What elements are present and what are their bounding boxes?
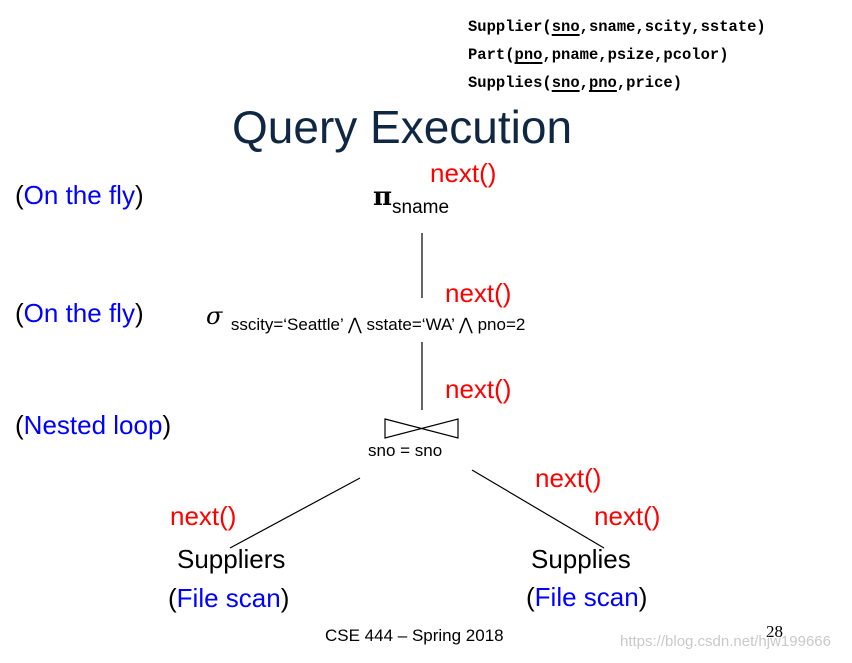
pi-symbol: π [373, 182, 393, 212]
schema-field: pcolor [663, 46, 720, 64]
projection-attribute: sname [392, 197, 450, 218]
leaf-supplies: Supplies [531, 544, 631, 574]
join-bowtie-icon [384, 418, 459, 439]
sigma-symbol: σ [206, 302, 223, 330]
edge-join-left [229, 477, 361, 549]
projection-operator: πsname [373, 182, 449, 218]
next-call-label: next() [535, 463, 602, 493]
selection-operator: σ sscity=‘Seattle’ ⋀ sstate=‘WA’ ⋀ pno=2 [206, 302, 525, 334]
schema-relation-name: Supplier [468, 18, 543, 36]
next-call-label: next() [430, 158, 497, 188]
schema-field: psize [607, 46, 655, 64]
annotation-text: On the fly [23, 180, 135, 210]
schema-key-field: pno [588, 74, 617, 92]
annotation-projection: (On the fly) [15, 180, 144, 210]
schema-key-field: sno [551, 74, 580, 92]
leaf-suppliers: Suppliers [177, 544, 286, 574]
next-call-label: next() [594, 501, 661, 531]
watermark: https://blog.csdn.net/hjw199666 [620, 633, 831, 650]
annotation-left-scan: (File scan) [168, 583, 290, 613]
schema-relation-name: Part [468, 46, 506, 64]
schema-supplier: Supplier(sno,sname,scity,sstate) [468, 18, 766, 36]
selection-predicate: sscity=‘Seattle’ ⋀ sstate=‘WA’ ⋀ pno=2 [230, 315, 526, 334]
schema-field: pname [551, 46, 599, 64]
next-call-label: next() [445, 374, 512, 404]
annotation-selection: (On the fly) [15, 298, 144, 328]
schema-part: Part(pno,pname,psize,pcolor) [468, 46, 729, 64]
footer-course: CSE 444 – Spring 2018 [325, 626, 504, 645]
annotation-join: (Nested loop) [15, 410, 172, 440]
next-call-label: next() [170, 501, 237, 531]
schema-key-field: pno [514, 46, 543, 64]
annotation-text: Nested loop [23, 410, 163, 440]
annotation-right-scan: (File scan) [526, 582, 648, 612]
schema-relation-name: Supplies [468, 74, 543, 92]
schema-key-field: sno [551, 18, 580, 36]
schema-supplies: Supplies(sno,pno,price) [468, 74, 682, 92]
annotation-text: File scan [534, 582, 639, 612]
next-call-label: next() [445, 278, 512, 308]
schema-field: scity [644, 18, 692, 36]
join-condition: sno = sno [368, 441, 443, 460]
schema-field: sname [588, 18, 636, 36]
annotation-text: File scan [176, 583, 281, 613]
schema-field: sstate [700, 18, 757, 36]
page-title: Query Execution [232, 101, 573, 153]
page-number: 28 [766, 622, 783, 641]
annotation-text: On the fly [23, 298, 135, 328]
schema-field: price [626, 74, 673, 92]
edge-join-right [471, 469, 605, 549]
